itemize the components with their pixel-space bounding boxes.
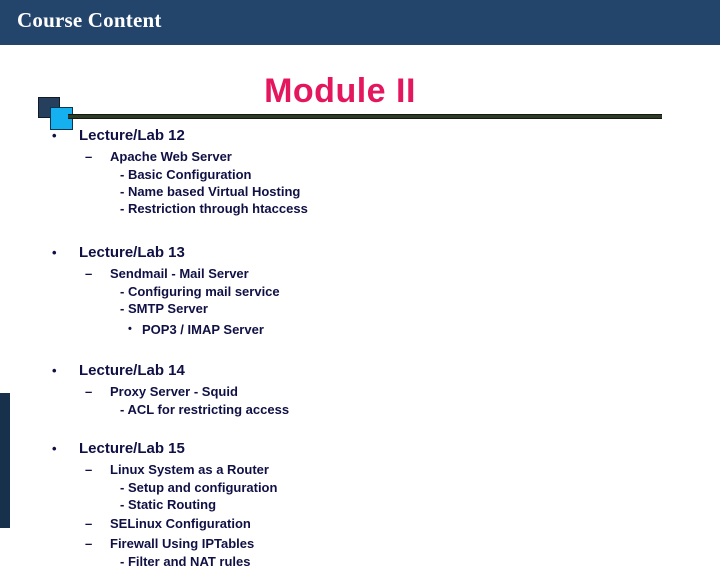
dash-icon: – — [85, 516, 93, 531]
topic-label: Apache Web Server — [110, 149, 232, 164]
title-divider-rule — [68, 114, 662, 119]
bullet-icon: • — [128, 323, 132, 335]
dash-icon: – — [85, 462, 93, 477]
header-bar: Course Content — [0, 0, 720, 45]
bullet-icon: • — [52, 363, 57, 378]
topic-label: Sendmail - Mail Server — [110, 266, 249, 281]
lecture-heading-label: Lecture/Lab 13 — [79, 244, 185, 261]
topic-item: – Sendmail - Mail Server — [0, 265, 720, 283]
page-title: Course Content — [17, 8, 162, 32]
topic-label: SELinux Configuration — [110, 516, 251, 531]
dash-icon: – — [85, 266, 93, 281]
lecture-heading-label: Lecture/Lab 15 — [79, 440, 185, 457]
subtopic-label: POP3 / IMAP Server — [142, 322, 264, 337]
content-block: • Lecture/Lab 12 – Apache Web Server - B… — [0, 126, 720, 217]
subtopic-item: - Name based Virtual Hosting — [120, 184, 301, 199]
lecture-heading: • Lecture/Lab 12 — [0, 126, 720, 146]
bullet-icon: • — [52, 441, 57, 456]
dash-icon: – — [85, 384, 93, 399]
dash-icon: – — [85, 536, 93, 551]
subtopic-item: - Filter and NAT rules — [120, 554, 251, 569]
lecture-heading-label: Lecture/Lab 14 — [79, 362, 185, 379]
lecture-heading-label: Lecture/Lab 12 — [79, 127, 185, 144]
topic-label: Proxy Server - Squid — [110, 384, 238, 399]
dash-icon: – — [85, 149, 93, 164]
lecture-heading: • Lecture/Lab 14 — [0, 361, 720, 381]
lecture-heading: • Lecture/Lab 15 — [0, 439, 720, 459]
bullet-icon: • — [52, 245, 57, 260]
content-block: • Lecture/Lab 15 – Linux System as a Rou… — [0, 439, 720, 570]
topic-item: – Firewall Using IPTables — [0, 535, 720, 553]
lecture-heading: • Lecture/Lab 13 — [0, 243, 720, 263]
subtopic-item: - Static Routing — [120, 497, 217, 512]
topic-item: – Linux System as a Router — [0, 461, 720, 479]
subtopic-item: - ACL for restricting access — [120, 402, 290, 417]
subtopic-item: - Basic Configuration — [120, 167, 252, 182]
content-block: • Lecture/Lab 14 – Proxy Server - Squid … — [0, 361, 720, 418]
subtopic-item: • POP3 / IMAP Server — [0, 320, 720, 339]
topic-item: – Apache Web Server — [0, 148, 720, 166]
subtopic-item: - Setup and configuration — [120, 480, 278, 495]
topic-label: Linux System as a Router — [110, 462, 269, 477]
topic-label: Firewall Using IPTables — [110, 536, 255, 551]
subtopic-item: - SMTP Server — [120, 301, 208, 316]
left-accent-bar — [0, 393, 10, 528]
subtopic-item: - Restriction through htaccess — [120, 201, 308, 216]
content-block: • Lecture/Lab 13 – Sendmail - Mail Serve… — [0, 243, 720, 339]
bullet-icon: • — [52, 128, 57, 143]
topic-item: – SELinux Configuration — [0, 515, 720, 533]
slide-content: • Lecture/Lab 12 – Apache Web Server - B… — [0, 126, 720, 570]
topic-item: – Proxy Server - Squid — [0, 383, 720, 401]
subtopic-item: - Configuring mail service — [120, 284, 280, 299]
slide-title: Module II — [264, 72, 416, 110]
